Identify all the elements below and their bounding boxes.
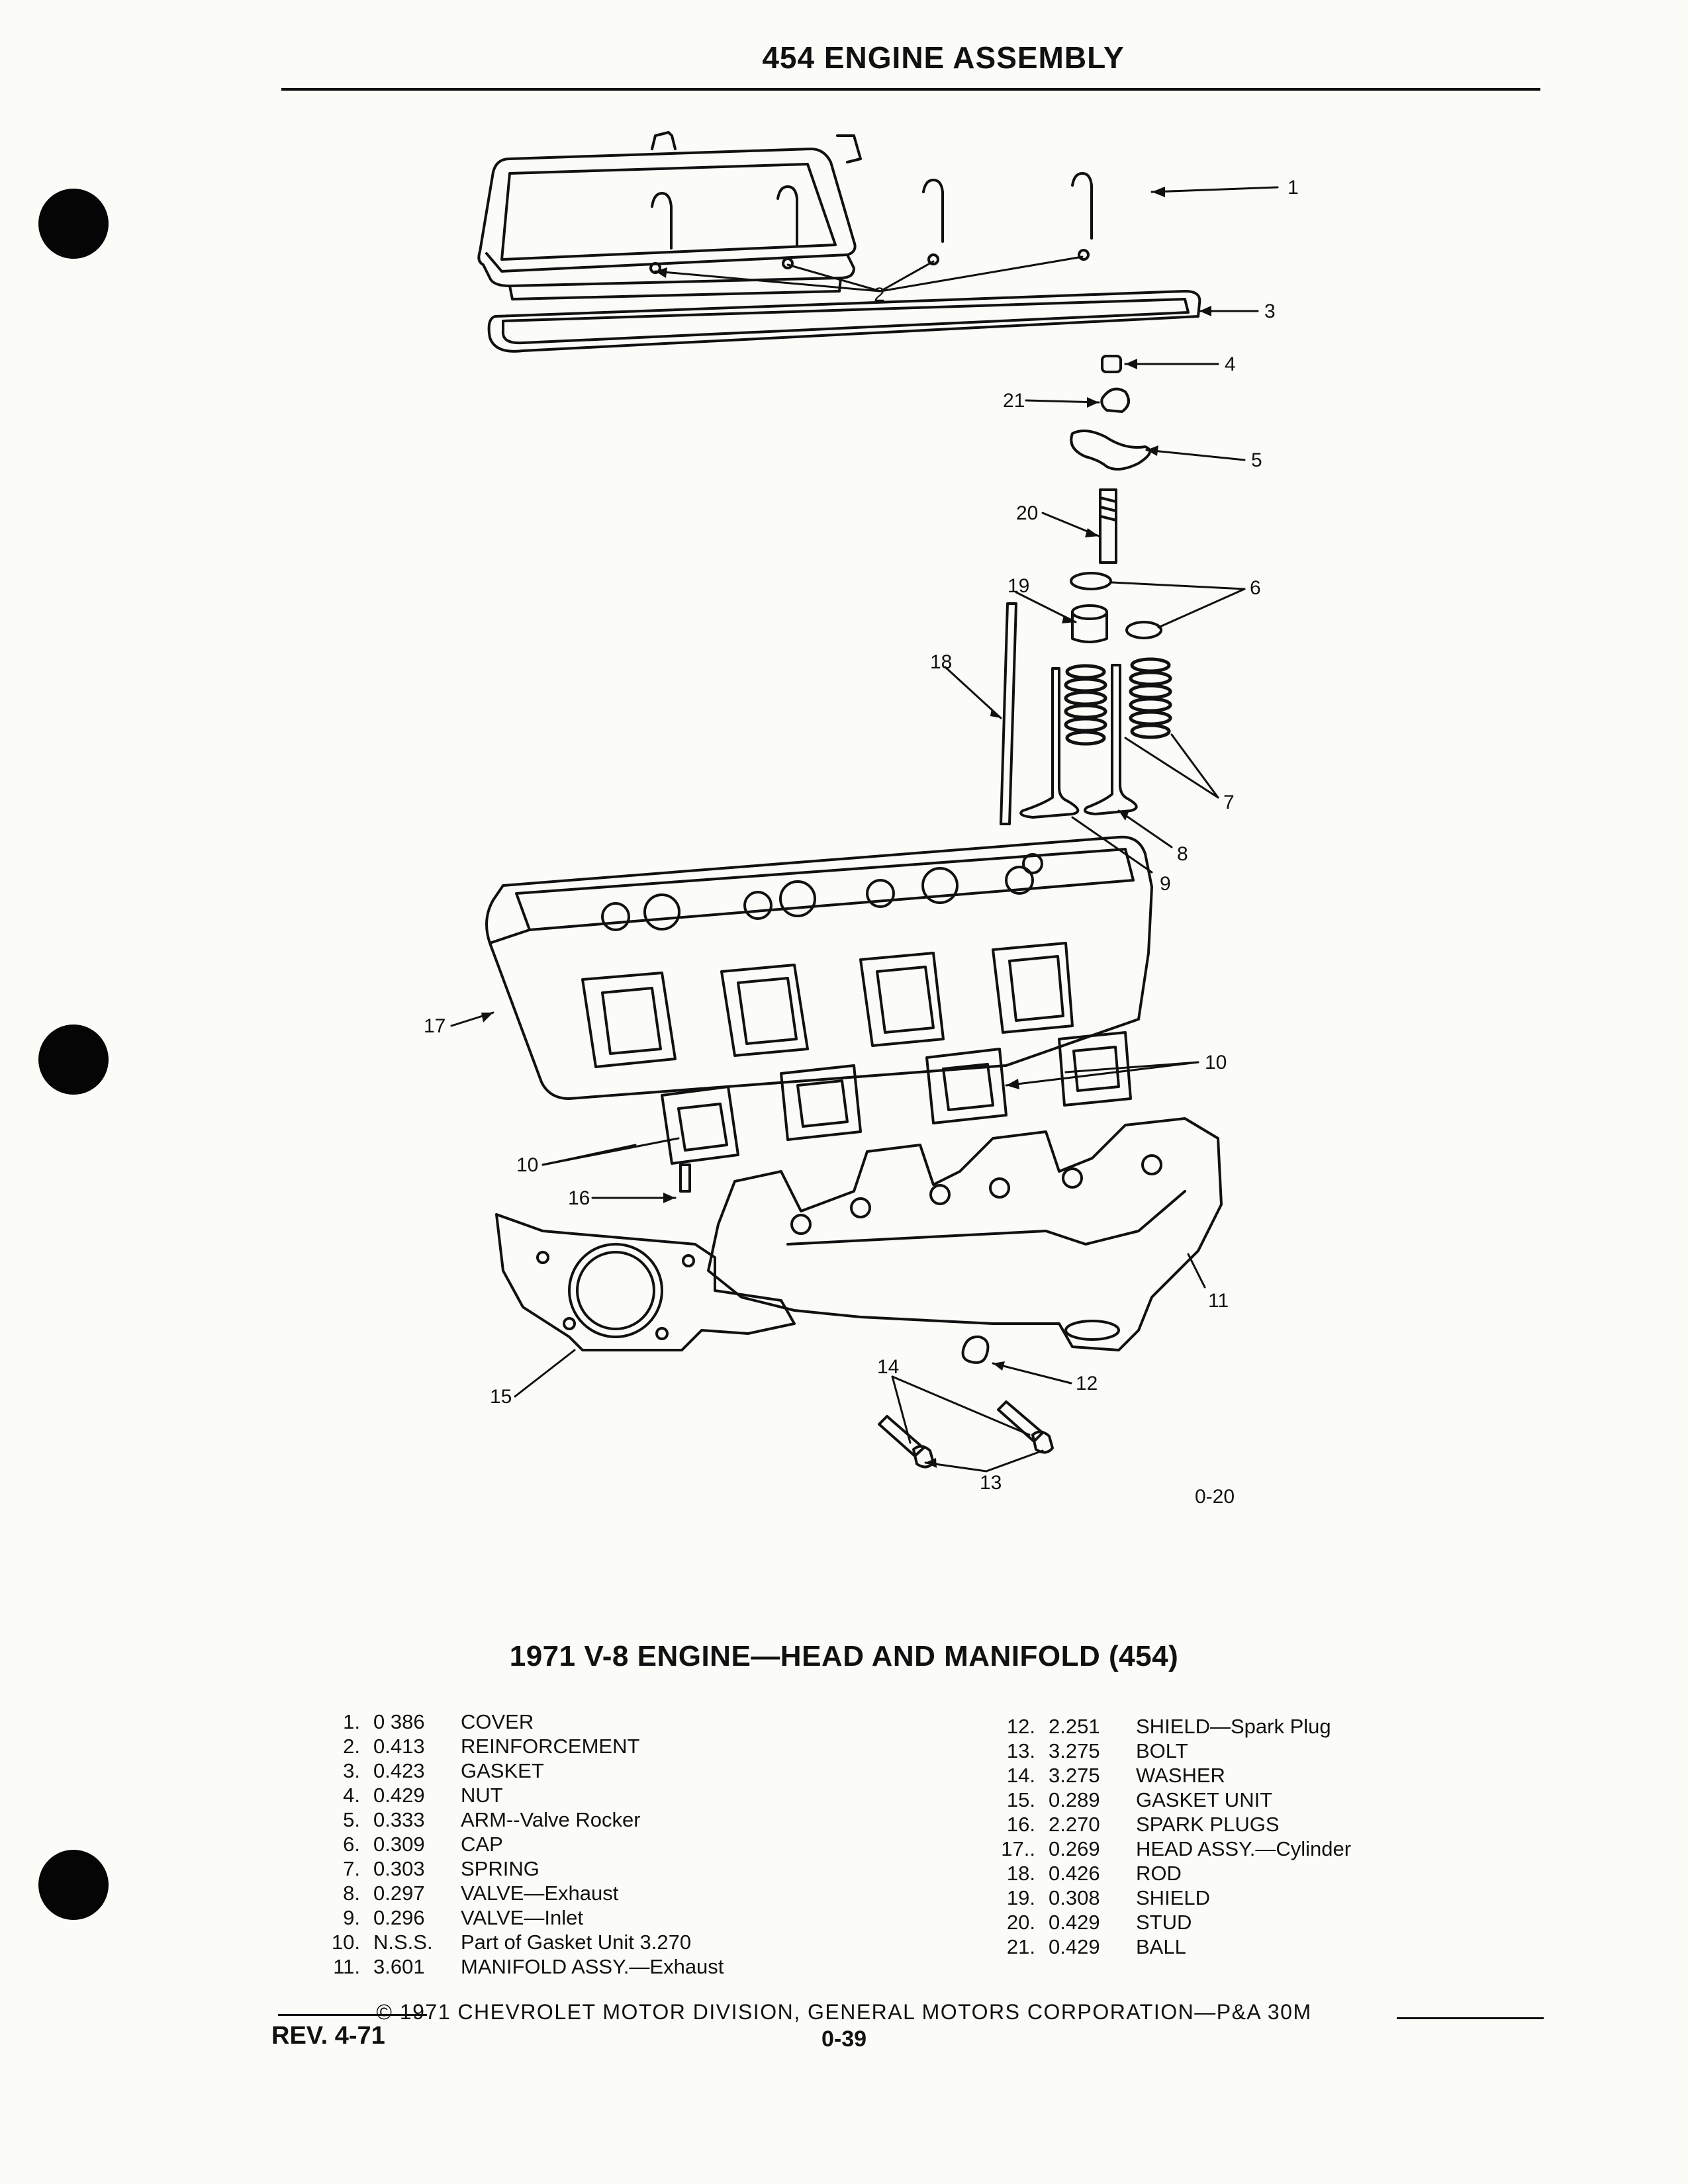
washer-drawing-right — [1031, 1430, 1054, 1454]
spark-plug-drawing — [679, 1163, 691, 1193]
bolt-drawing-right — [997, 1400, 1044, 1443]
callout-10-left: 10 — [516, 1154, 538, 1176]
rocker-arm-drawing — [1070, 430, 1151, 471]
callout-9: 9 — [1160, 873, 1171, 895]
page-header-title: 454 ENGINE ASSEMBLY — [762, 40, 1125, 75]
callout-21: 21 — [1003, 390, 1025, 412]
binder-hole-top — [38, 189, 109, 259]
cover-gasket-drawing — [487, 290, 1201, 353]
ball-drawing — [1100, 387, 1130, 413]
stud-drawing — [1099, 488, 1117, 564]
footer-rule-right — [1397, 2017, 1544, 2019]
cylinder-head-drawing — [485, 835, 1153, 1100]
footer-copyright: © 1971 CHEVROLET MOTOR DIVISION, GENERAL… — [376, 2000, 1312, 2024]
callout-7: 7 — [1223, 792, 1235, 813]
callout-11: 11 — [1208, 1290, 1229, 1312]
exhaust-valve-drawing — [1019, 667, 1080, 819]
page-number: 0-39 — [821, 2026, 867, 2052]
callout-14: 14 — [877, 1356, 899, 1378]
exhaust-manifold-drawing — [707, 1117, 1223, 1351]
callout-1: 1 — [1288, 177, 1299, 199]
head-gasket-drawing — [495, 1213, 796, 1351]
cap-drawing — [1070, 572, 1112, 590]
callout-20: 20 — [1016, 502, 1038, 524]
callout-19: 19 — [1008, 575, 1029, 597]
figure-caption: 1971 V-8 ENGINE—HEAD AND MANIFOLD (454) — [509, 1640, 1179, 1672]
callout-5: 5 — [1251, 449, 1262, 471]
callout-18: 18 — [930, 651, 952, 673]
callout-2: 2 — [874, 284, 885, 306]
cap-drawing-2 — [1125, 621, 1162, 639]
parts-row: 10.N.S.S.Part of Gasket Unit 3.270 — [331, 1931, 692, 1954]
bolt-drawing-left — [878, 1415, 925, 1457]
callout-4: 4 — [1225, 353, 1236, 375]
callout-8: 8 — [1177, 843, 1188, 865]
callout-3: 3 — [1264, 300, 1276, 322]
footer-rule-left — [278, 2014, 427, 2016]
nut-drawing — [1101, 355, 1122, 373]
callout-16: 16 — [568, 1187, 590, 1209]
exhaust-port-gaskets-drawing — [661, 1031, 1132, 1165]
callout-12: 12 — [1076, 1373, 1098, 1394]
callout-6: 6 — [1250, 577, 1261, 599]
figure-code: 0-20 — [1195, 1486, 1235, 1508]
binder-hole-middle — [38, 1024, 109, 1095]
callout-17: 17 — [424, 1015, 445, 1037]
valve-cover-drawing — [477, 131, 1093, 300]
callout-10-right: 10 — [1205, 1052, 1227, 1073]
inlet-valve-drawing — [1084, 664, 1138, 815]
callout-13: 13 — [980, 1472, 1002, 1494]
shield-drawing — [1071, 604, 1108, 620]
binder-hole-bottom — [38, 1850, 109, 1920]
header-rule — [281, 88, 1540, 91]
callout-labels: 1 2 3 4 21 5 20 6 19 18 7 8 9 17 10 10 1… — [424, 177, 1299, 1494]
footer-revision: REV. 4-71 — [271, 2022, 385, 2050]
pushrod-drawing — [1000, 602, 1017, 825]
exploded-view-diagram: 1 2 3 4 21 5 20 6 19 18 7 8 9 17 10 10 1… — [424, 131, 1299, 1494]
callout-15: 15 — [490, 1386, 512, 1408]
valve-springs-drawing — [1064, 657, 1172, 746]
spark-plug-shield-drawing — [961, 1335, 990, 1364]
